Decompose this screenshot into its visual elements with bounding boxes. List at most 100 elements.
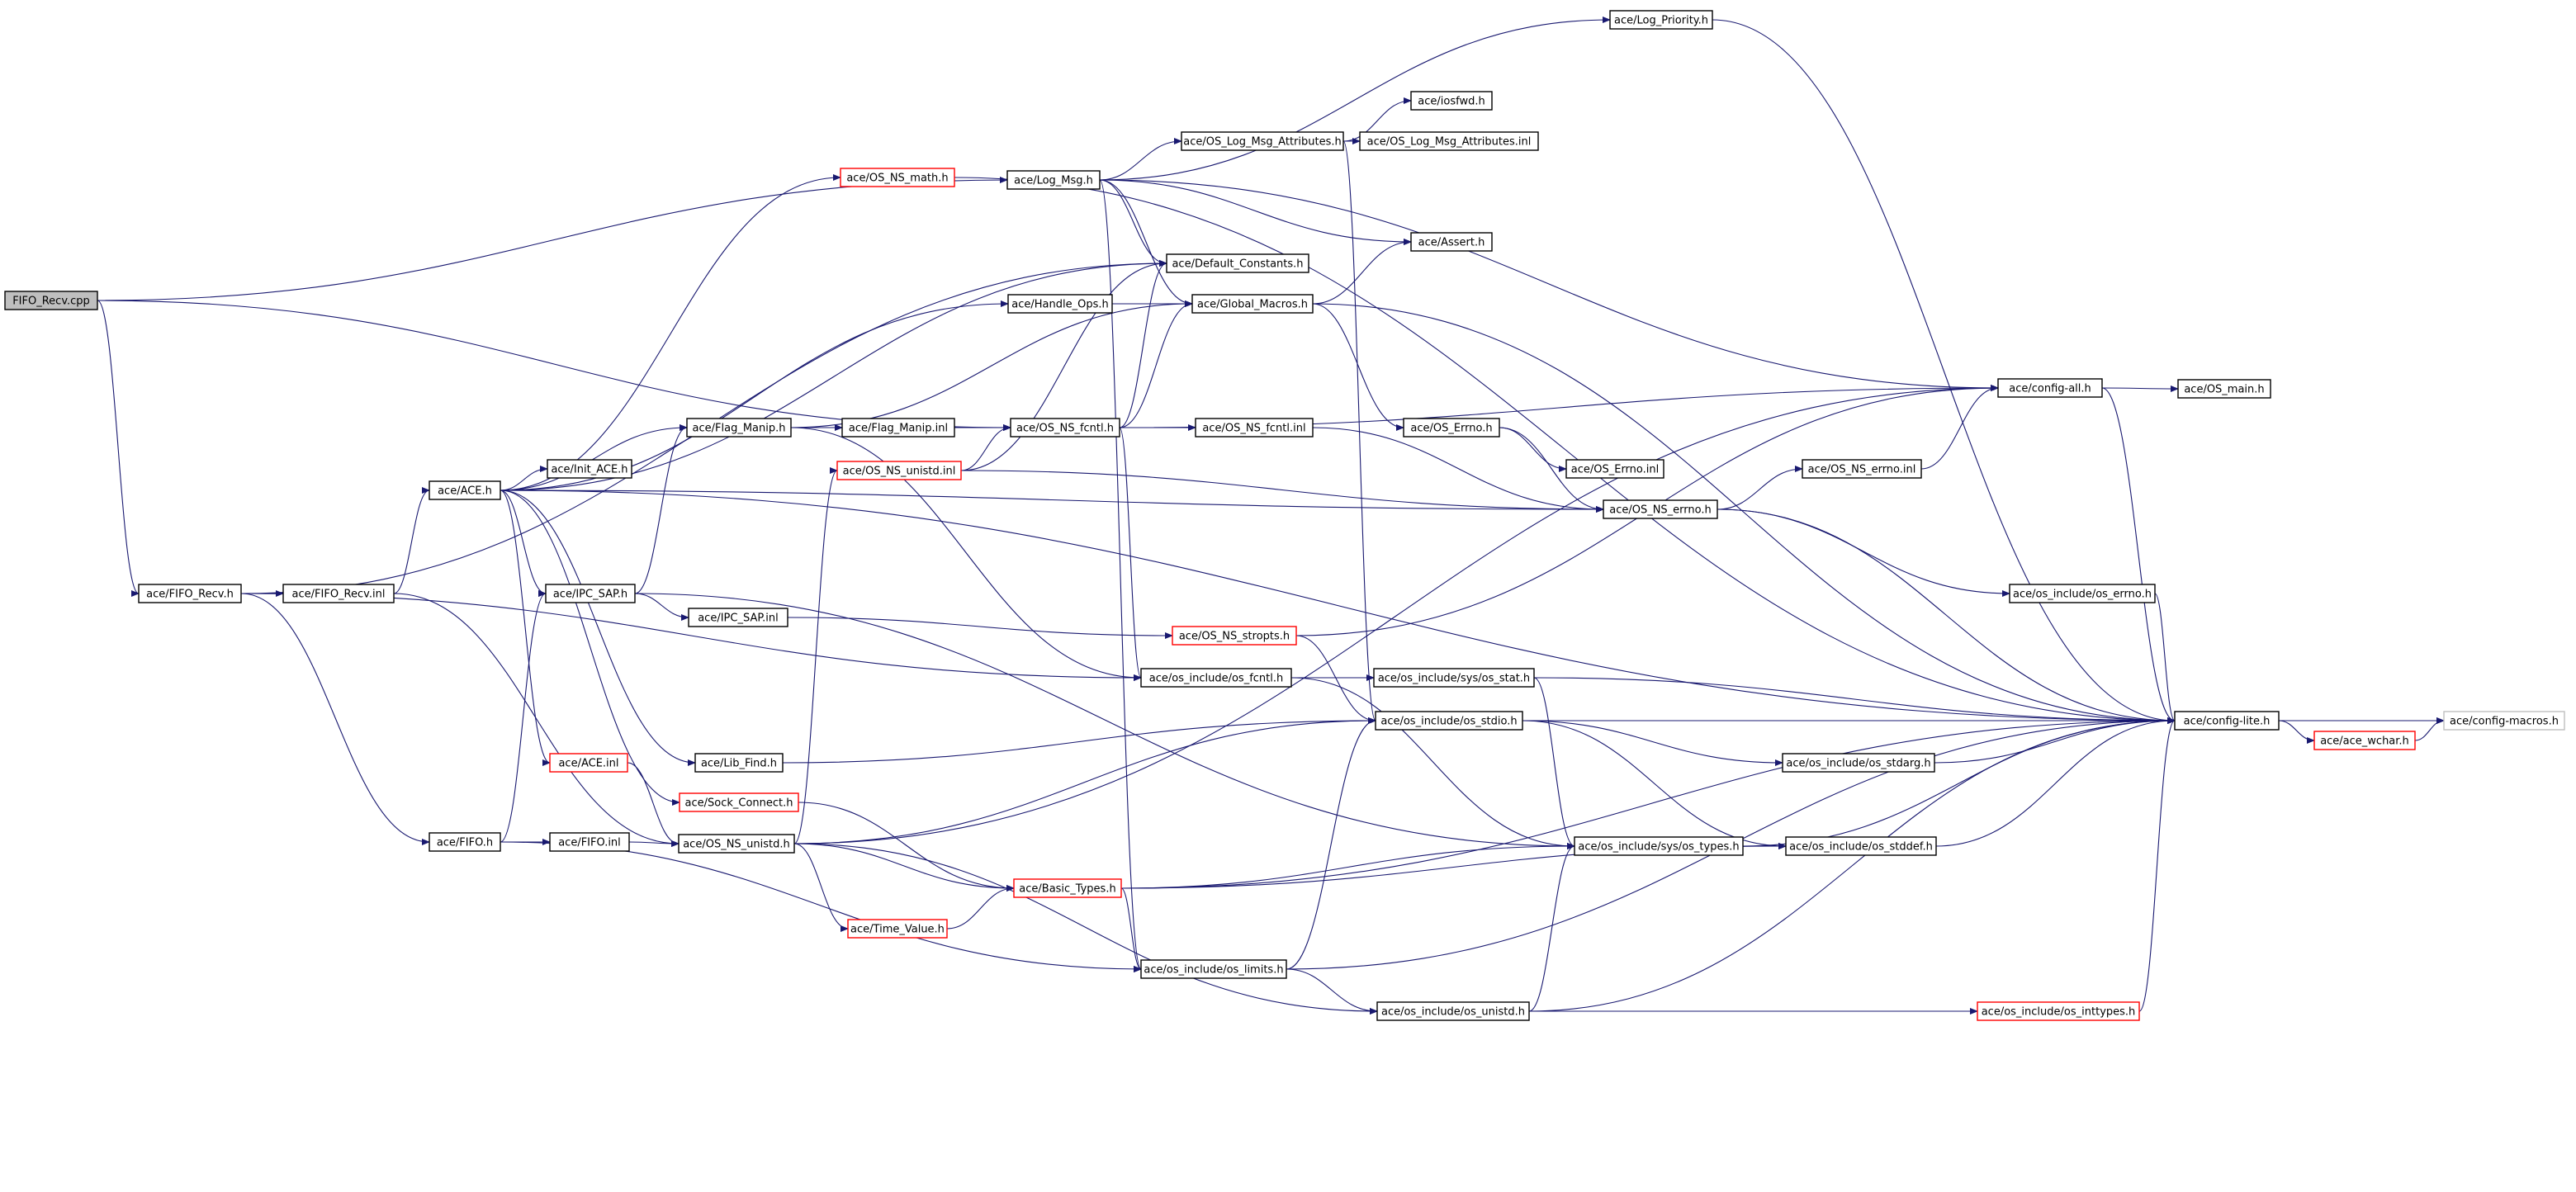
- node-box: [1782, 753, 1935, 773]
- node-box: [1977, 1001, 2140, 1021]
- edge-basic_types_h-to-config_lite_h: [1120, 717, 2176, 889]
- node-log-msg-h[interactable]: ace/Log_Msg.h: [1006, 170, 1101, 190]
- edge-log_msg_h-to-config_all_h: [1099, 179, 1999, 391]
- node-init-ace-h[interactable]: ace/Init_ACE.h: [547, 459, 632, 479]
- edge-os_include_os_unistd_h-to-config_lite_h: [1528, 717, 2176, 1012]
- node-ipc-sap-inl[interactable]: ace/IPC_SAP.inl: [688, 608, 788, 627]
- edge-os_include_sys_os_stat_h-to-os_include_sys_os_types_h: [1533, 677, 1575, 849]
- node-label: ace/OS_NS_unistd.inl: [843, 466, 956, 478]
- edge-fifo_recv_inl-to-os_ns_unistd_h: [393, 593, 680, 847]
- edge-ace_h-to-sock_connect_h: [500, 490, 680, 806]
- node-label: ace/IPC_SAP.h: [553, 589, 627, 601]
- node-log-priority-h[interactable]: ace/Log_Priority.h: [1609, 10, 1713, 30]
- edge-fifo_recv_h-to-fifo_h: [240, 593, 430, 845]
- node-os-include-sys-os-stat-h[interactable]: ace/os_include/sys/os_stat.h: [1373, 668, 1535, 688]
- node-fifo-recv-inl[interactable]: ace/FIFO_Recv.inl: [282, 584, 395, 603]
- node-assert-h[interactable]: ace/Assert.h: [1410, 232, 1493, 252]
- node-config-lite-h[interactable]: ace/config-lite.h: [2174, 711, 2280, 731]
- edge-ace_h-to-lib_find_h: [500, 490, 696, 766]
- node-global-macros-h[interactable]: ace/Global_Macros.h: [1191, 294, 1314, 314]
- node-config-all-h[interactable]: ace/config-all.h: [1997, 378, 2103, 398]
- node-ace-wchar-h[interactable]: ace/ace_wchar.h: [2313, 731, 2416, 750]
- node-flag-manip-h[interactable]: ace/Flag_Manip.h: [686, 418, 792, 438]
- node-os-include-os-stdio-h[interactable]: ace/os_include/os_stdio.h: [1375, 711, 1523, 731]
- node-label: ace/FIFO_Recv.inl: [292, 589, 386, 601]
- node-box: [1140, 668, 1292, 688]
- node-os-ns-unistd-inl[interactable]: ace/OS_NS_unistd.inl: [836, 461, 962, 480]
- node-box: [1376, 1001, 1530, 1021]
- edge-os_ns_errno_inl-to-config_all_h: [1920, 385, 1999, 470]
- node-label: ace/ace_wchar.h: [2320, 736, 2409, 748]
- node-fifo-recv-h[interactable]: ace/FIFO_Recv.h: [138, 584, 242, 603]
- node-os-ns-fcntl-inl[interactable]: ace/OS_NS_fcntl.inl: [1195, 418, 1314, 438]
- node-os-main-h[interactable]: ace/OS_main.h: [2177, 379, 2271, 399]
- node-handle-ops-h[interactable]: ace/Handle_Ops.h: [1007, 294, 1113, 314]
- edge-os_include_os_unistd_h-to-os_include_sys_os_types_h: [1528, 843, 1575, 1012]
- node-iosfwd-h[interactable]: ace/iosfwd.h: [1410, 91, 1493, 111]
- edge-global_macros_h-to-assert_h: [1312, 239, 1412, 305]
- edge-fifo_recv_inl-to-ace_h: [393, 487, 430, 594]
- edge-os_include_os_stdio_h-to-os_include_os_stdarg_h: [1522, 720, 1783, 766]
- edge-os_ns_unistd_h-to-os_include_os_stdio_h: [793, 717, 1376, 844]
- node-lib-find-h[interactable]: ace/Lib_Find.h: [694, 753, 784, 773]
- node-label: ace/IPC_SAP.inl: [698, 613, 779, 625]
- node-label: ace/os_include/os_stdio.h: [1380, 716, 1517, 728]
- node-box: [1403, 418, 1500, 438]
- node-box: [1359, 131, 1539, 151]
- node-os-ns-stropts-h[interactable]: ace/OS_NS_stropts.h: [1172, 626, 1297, 646]
- edge-config_all_h-to-os_main_h: [2101, 385, 2179, 392]
- node-box: [4, 291, 98, 310]
- node-box: [549, 832, 630, 852]
- node-os-ns-errno-inl[interactable]: ace/OS_NS_errno.inl: [1802, 459, 1922, 479]
- node-box: [1195, 418, 1314, 438]
- node-ace-inl[interactable]: ace/ACE.inl: [549, 753, 628, 773]
- edge-os_include_os_fcntl_h-to-os_include_sys_os_types_h: [1290, 677, 1575, 849]
- node-fifo-h[interactable]: ace/FIFO.h: [429, 832, 501, 852]
- node-os-errno-h[interactable]: ace/OS_Errno.h: [1403, 418, 1500, 438]
- edge-os_ns_errno_h-to-os_include_os_errno_h: [1717, 508, 2010, 597]
- node-os-ns-fcntl-h[interactable]: ace/OS_NS_fcntl.h: [1010, 418, 1120, 438]
- node-flag-manip-inl[interactable]: ace/Flag_Manip.inl: [841, 418, 955, 438]
- node-box: [1574, 836, 1744, 856]
- node-os-include-sys-os-types-h[interactable]: ace/os_include/sys/os_types.h: [1574, 836, 1744, 856]
- edge-os_ns_fcntl_inl-to-os_ns_errno_h: [1312, 427, 1604, 513]
- edge-log_msg_h-to-default_constants_h: [1099, 179, 1167, 267]
- node-os-errno-inl[interactable]: ace/OS_Errno.inl: [1565, 459, 1664, 479]
- node-os-include-os-limits-h[interactable]: ace/os_include/os_limits.h: [1140, 959, 1287, 979]
- edge-log_msg_h-to-log_priority_h: [1099, 17, 1611, 181]
- edge-os_ns_unistd_h-to-time_value_h: [793, 843, 849, 932]
- node-default-constants-h[interactable]: ace/Default_Constants.h: [1166, 253, 1309, 273]
- edge-os_include_os_inttypes_h-to-config_lite_h: [2138, 717, 2176, 1012]
- node-ace-h[interactable]: ace/ACE.h: [429, 480, 501, 500]
- node-fifo-inl[interactable]: ace/FIFO.inl: [549, 832, 630, 852]
- node-box: [1181, 131, 1344, 151]
- edge-ace_h-to-config_lite_h: [500, 490, 2176, 724]
- edge-os_ns_unistd_h-to-os_include_os_unistd_h: [793, 843, 1378, 1015]
- node-label: ace/Log_Priority.h: [1614, 15, 1708, 27]
- edge-os_ns_errno_h-to-config_lite_h: [1717, 508, 2176, 724]
- node-os-ns-math-h[interactable]: ace/OS_NS_math.h: [840, 168, 955, 187]
- node-box: [1010, 418, 1120, 438]
- node-sock-connect-h[interactable]: ace/Sock_Connect.h: [679, 792, 799, 812]
- node-os-include-os-errno-h[interactable]: ace/os_include/os_errno.h: [2009, 584, 2156, 603]
- node-label: ace/OS_Errno.h: [1410, 423, 1492, 435]
- node-os-ns-unistd-h[interactable]: ace/OS_NS_unistd.h: [678, 834, 795, 854]
- edge-os_ns_fcntl_h-to-os_include_os_fcntl_h: [1119, 427, 1142, 681]
- node-os-include-os-stdarg-h[interactable]: ace/os_include/os_stdarg.h: [1782, 753, 1935, 773]
- node-os-include-os-unistd-h[interactable]: ace/os_include/os_unistd.h: [1376, 1001, 1530, 1021]
- node-os-log-msg-attributes-h[interactable]: ace/OS_Log_Msg_Attributes.h: [1181, 131, 1344, 151]
- node-label: ace/OS_Log_Msg_Attributes.inl: [1367, 136, 1532, 149]
- node-os-ns-errno-h[interactable]: ace/OS_NS_errno.h: [1603, 499, 1718, 519]
- node-time-value-h[interactable]: ace/Time_Value.h: [847, 919, 948, 939]
- node-box: [841, 418, 955, 438]
- node-os-log-msg-attributes-inl[interactable]: ace/OS_Log_Msg_Attributes.inl: [1359, 131, 1539, 151]
- node-os-include-os-stddef-h[interactable]: ace/os_include/os_stddef.h: [1785, 836, 1937, 856]
- node-os-include-os-fcntl-h[interactable]: ace/os_include/os_fcntl.h: [1140, 668, 1292, 688]
- node-ipc-sap-h[interactable]: ace/IPC_SAP.h: [545, 584, 636, 603]
- node-label: ace/Flag_Manip.h: [693, 423, 786, 435]
- node-os-include-os-inttypes-h[interactable]: ace/os_include/os_inttypes.h: [1977, 1001, 2140, 1021]
- edge-ipc_sap_h-to-flag_manip_h: [634, 424, 688, 594]
- node-label: ace/OS_Log_Msg_Attributes.h: [1183, 136, 1341, 149]
- node-basic-types-h[interactable]: ace/Basic_Types.h: [1013, 878, 1122, 898]
